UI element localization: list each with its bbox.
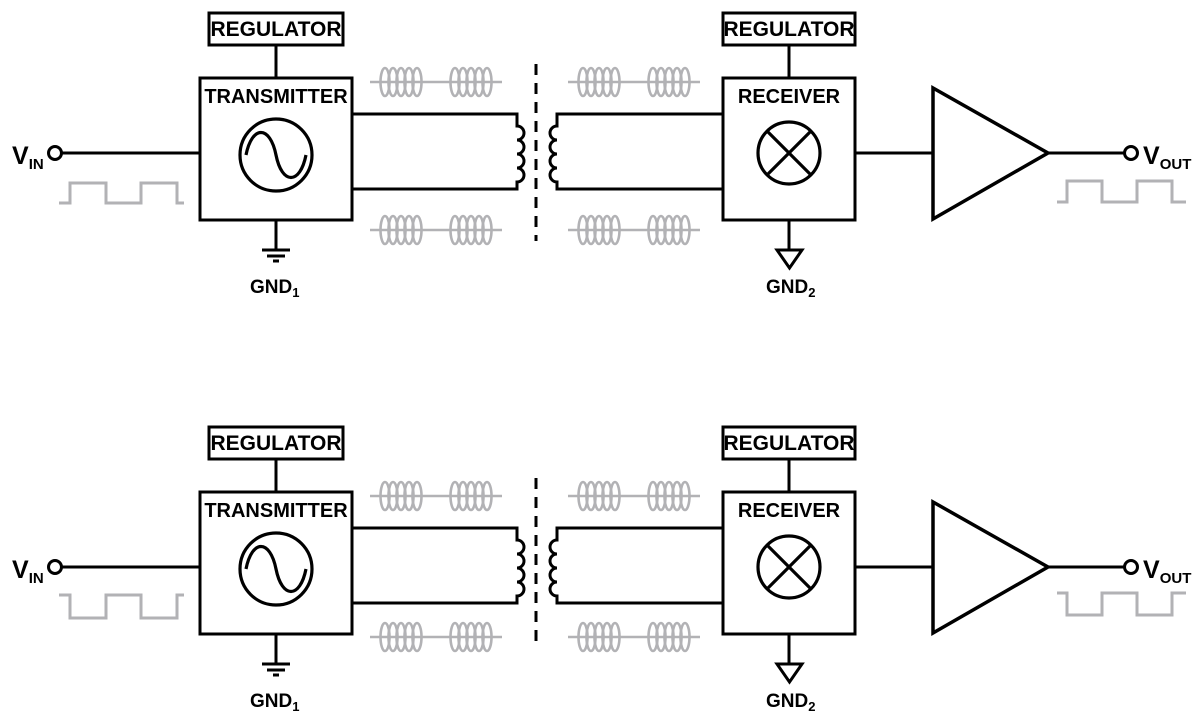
vout-terminal-icon <box>1123 145 1139 161</box>
noise-coil-icon <box>566 66 702 98</box>
noise-coil-icon <box>368 480 504 512</box>
sine-oscillator-icon <box>238 531 314 607</box>
sine-oscillator-icon <box>238 117 314 193</box>
gnd1-label-main: GND <box>250 277 292 298</box>
vin-terminal-icon <box>47 559 63 575</box>
vin-label-main: V <box>12 142 29 170</box>
ground-triangle-icon <box>774 220 805 271</box>
vin-label-sub: IN <box>29 570 44 587</box>
vout-label-main: V <box>1143 556 1160 584</box>
regulator-label-right: REGULATOR <box>723 432 854 455</box>
ground-earth-icon <box>262 634 290 677</box>
output-waveform-inverted <box>1057 591 1186 617</box>
gnd2-label: GND2 <box>766 691 815 714</box>
gnd2-label: GND2 <box>766 277 815 300</box>
regulator-label-left: REGULATOR <box>210 18 341 41</box>
gnd1-label: GND1 <box>250 691 299 714</box>
ground-triangle-icon <box>774 634 805 685</box>
gnd2-label-sub: 2 <box>808 699 815 714</box>
vout-label-main: V <box>1143 142 1160 170</box>
noise-coil-icon <box>566 480 702 512</box>
gnd1-label-sub: 1 <box>292 699 299 714</box>
regulator-label-right: REGULATOR <box>723 18 854 41</box>
noise-coil-icon <box>368 66 504 98</box>
amplifier-symbol <box>931 85 1052 223</box>
input-waveform <box>59 181 184 205</box>
transmitter-label: TRANSMITTER <box>204 86 348 108</box>
vin-label-main: V <box>12 556 29 584</box>
receiver-label: RECEIVER <box>738 86 841 108</box>
amplifier-symbol <box>931 499 1052 637</box>
input-waveform-inverted <box>59 593 184 620</box>
regulator-box-left <box>207 425 345 461</box>
gnd2-label-main: GND <box>766 277 808 298</box>
diagram-bottom: REGULATOR TRANSMITTER VIN GND1 <box>12 425 1191 714</box>
vin-terminal-icon <box>47 145 63 161</box>
mixer-icon <box>756 120 822 186</box>
transformer-windings <box>352 526 723 605</box>
output-waveform <box>1057 179 1186 204</box>
diagram-top: REGULATOR TRANSMITTER VIN GND1 <box>12 11 1191 300</box>
gnd1-label-main: GND <box>250 691 292 712</box>
gnd2-label-main: GND <box>766 691 808 712</box>
vout-terminal-icon <box>1123 559 1139 575</box>
vout-label-sub: OUT <box>1160 570 1192 587</box>
noise-coil-icon <box>368 621 504 653</box>
mixer-icon <box>756 534 822 600</box>
noise-coil-icon <box>368 214 504 246</box>
vin-label: VIN <box>12 556 44 587</box>
receiver-label: RECEIVER <box>738 500 841 522</box>
noise-coil-icon <box>566 214 702 246</box>
ground-earth-icon <box>262 220 290 263</box>
regulator-box-right <box>721 11 857 47</box>
vout-label-sub: OUT <box>1160 156 1192 173</box>
gnd1-label: GND1 <box>250 277 299 300</box>
gnd1-label-sub: 1 <box>292 285 299 300</box>
transmitter-label: TRANSMITTER <box>204 500 348 522</box>
vout-label: VOUT <box>1143 556 1191 587</box>
noise-coil-icon <box>566 621 702 653</box>
transformer-windings <box>352 112 723 191</box>
regulator-label-left: REGULATOR <box>210 432 341 455</box>
vin-label-sub: IN <box>29 156 44 173</box>
vin-label: VIN <box>12 142 44 173</box>
gnd2-label-sub: 2 <box>808 285 815 300</box>
vout-label: VOUT <box>1143 142 1191 173</box>
